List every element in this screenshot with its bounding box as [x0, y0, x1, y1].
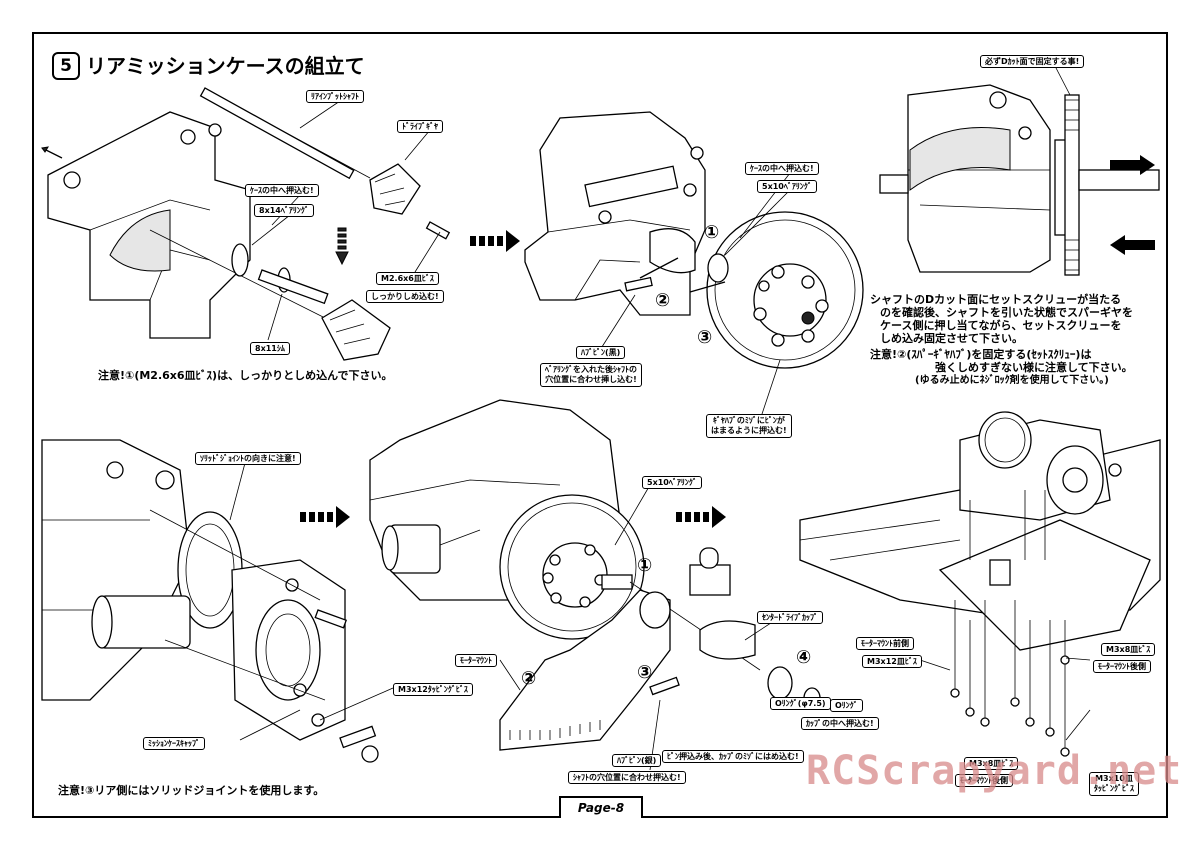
case-drawing-2	[524, 111, 864, 369]
label-o-ring: Oﾘﾝｸﾞ	[830, 699, 863, 712]
right-paragraph-line-3: ケース側に押し当てながら、セットスクリューを	[880, 319, 1122, 332]
label-motor-mount-front: ﾓｰﾀｰﾏｳﾝﾄ前側	[856, 637, 914, 650]
label-m3x10-flat-tapping: M3x10皿 ﾀｯﾋﾟﾝｸﾞﾋﾞｽ	[1089, 772, 1139, 796]
label-shim-8x11: 8x11ｼﾑ	[250, 342, 290, 355]
label-tighten-firmly: しっかりしめ込む!	[366, 290, 444, 303]
label-m3x12-tapping: M3x12ﾀｯﾋﾟﾝｸﾞﾋﾞｽ	[393, 683, 473, 696]
step-number-badge: 5	[52, 52, 80, 80]
step-1-marker-b: ①	[637, 555, 653, 576]
case-drawing-1	[41, 87, 520, 361]
label-d-cut-fix: 必ずDｶｯﾄ面で固定する事!	[980, 55, 1085, 68]
right-paragraph-line-2: のを確認後、シャフトを引いた状態でスパーギヤを	[880, 306, 1133, 319]
label-into-cup: ｶｯﾌﾟの中へ押込む!	[801, 717, 879, 730]
label-press-into-case-2: ｹｰｽの中へ押込む!	[745, 162, 819, 175]
case-drawing-4	[41, 439, 379, 763]
chassis-drawing	[799, 411, 1161, 757]
arrow-right-icon	[676, 506, 726, 528]
label-hub-pin-silver: ﾊﾌﾞﾋﾟﾝ(銀)	[612, 754, 662, 767]
page-title: リアミッションケースの組立て	[86, 54, 365, 78]
step-2-marker: ②	[655, 290, 671, 311]
arrow-right-icon	[470, 230, 520, 252]
case-drawing-3	[879, 65, 1160, 276]
label-press-into-case-1: ｹｰｽの中へ押込む!	[245, 184, 319, 197]
right-paragraph-line-1: シャフトのDカット面にセットスクリューが当たる	[870, 293, 1122, 306]
label-bearing-insert-note: ﾍﾞｱﾘﾝｸﾞを入れた後ｼｬﾌﾄの 穴位置に合わせ挿し込む!	[540, 363, 642, 387]
label-drive-gear: ﾄﾞﾗｲﾌﾞｷﾞﾔ	[397, 120, 443, 133]
note-2-line-1: 注意!②(ｽﾊﾟｰｷﾞﾔﾊﾌﾞ)を固定する(ｾｯﾄｽｸﾘｭｰ)は	[870, 348, 1092, 361]
label-mission-case-cap: ﾐｯｼｮﾝｹｰｽｷｬｯﾌﾟ	[143, 737, 205, 750]
label-bearing-5x10-b: 5x10ﾍﾞｱﾘﾝｸﾞ	[642, 476, 702, 489]
note-2-line-2: 強くしめすぎない様に注意して下さい。	[935, 361, 1133, 374]
label-bearing-8x14: 8x14ﾍﾞｱﾘﾝｸﾞ	[254, 204, 314, 217]
label-solid-joint-direction: ｿﾘｯﾄﾞｼﾞｮｲﾝﾄの向きに注意!	[195, 452, 301, 465]
label-screw-m26: M2.6x6皿ﾋﾞｽ	[376, 272, 439, 285]
right-paragraph-line-4: しめ込み固定させて下さい。	[880, 332, 1023, 345]
label-hub-pin-black: ﾊﾌﾞﾋﾟﾝ(黒)	[576, 346, 626, 359]
label-gear-hub-note: ｷﾞﾔﾊﾌﾞのﾐｿﾞにﾋﾟﾝが はまるように押込む!	[706, 414, 792, 438]
label-motor-mount-rear: ﾓｰﾀｰﾏｳﾝﾄ後側	[1093, 660, 1151, 673]
label-center-drive-cup: ｾﾝﾀｰﾄﾞﾗｲﾌﾞｶｯﾌﾟ	[757, 611, 823, 624]
case-drawing-5	[369, 399, 821, 751]
watermark: RCScrapyard.net	[806, 748, 1183, 794]
arrow-right-icon	[300, 506, 350, 528]
label-bearing-5x10-a: 5x10ﾍﾞｱﾘﾝｸﾞ	[757, 180, 817, 193]
note-1: 注意!①(M2.6x6皿ﾋﾞｽ)は、しっかりとしめ込んで下さい。	[98, 369, 393, 382]
label-shaft-hole-note: ｼｬﾌﾄの穴位置に合わせ押込む!	[568, 771, 686, 784]
label-pin-note: ﾋﾟﾝ押込み後、ｶｯﾌﾟのﾐｿﾞにはめ込む!	[662, 750, 804, 763]
step-3-marker: ③	[697, 327, 713, 348]
step-3-marker-b: ③	[637, 662, 653, 683]
label-m3x8-flat-b: M3x8皿ﾋﾞｽ	[964, 757, 1019, 770]
label-motor-mount-rear-b: ﾓｰﾀｰﾏｳﾝﾄ後側	[955, 774, 1013, 787]
step-4-marker: ④	[796, 647, 812, 668]
note-2-line-3: (ゆるみ止めにﾈｼﾞﾛｯｸ剤を使用して下さい。)	[915, 375, 1109, 386]
label-rear-input-shaft: ﾘｱｲﾝﾌﾟｯﾄｼｬﾌﾄ	[306, 90, 364, 103]
label-o-ring-size: Oﾘﾝｸﾞ(φ7.5)	[770, 697, 831, 710]
label-m3x8-screw: M3x8皿ﾋﾞｽ	[1101, 643, 1156, 656]
step-2-marker-b: ②	[521, 668, 537, 689]
note-3: 注意!③リア側にはソリッドジョイントを使用します。	[58, 784, 325, 797]
step-1-marker: ①	[704, 222, 720, 243]
label-motor-mount: ﾓｰﾀｰﾏｳﾝﾄ	[455, 654, 497, 667]
page-number: Page-8	[559, 796, 643, 818]
label-m3x12-flat: M3x12皿ﾋﾞｽ	[862, 655, 922, 668]
